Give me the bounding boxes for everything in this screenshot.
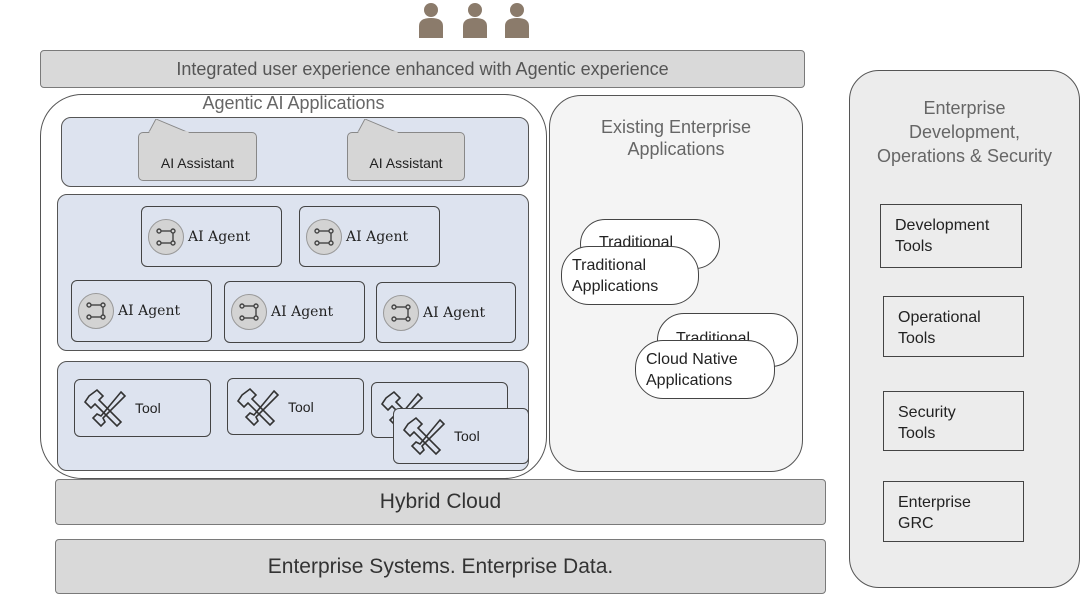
cloud-native-line1: Cloud Native [646,351,738,368]
ai-agent-label: AI Agent [423,304,486,321]
traditional-line2: Applications [572,278,659,295]
hammer-wrench-icon [236,387,280,426]
ai-assistant-label: AI Assistant [160,155,235,171]
enterprise-grc-box: Enterprise GRC [883,481,1024,542]
existing-title-line1: Existing Enterprise [600,117,752,137]
workflow-icon [78,293,114,329]
ai-agent-card: AI Agent [376,282,516,343]
op-tools-line2: Tools [898,330,936,347]
op-tools-line1: Operational [898,309,981,326]
workflow-icon [306,218,342,255]
workflow-icon [231,294,267,330]
user-icon [505,3,529,38]
tool-card: Tool [227,378,364,435]
ai-agent-card: AI Agent [71,280,212,342]
ops-title-line1: Enterprise [923,98,1006,118]
cloud-native-app-card: Cloud Native Applications [635,340,775,399]
ai-agent-label: AI Agent [346,228,409,245]
agentic-apps-title: Agentic AI Applications [202,93,385,113]
speech-tail-icon [147,119,190,133]
existing-apps-title: Existing Enterprise Applications [549,116,803,160]
agentic-apps-container [40,94,547,479]
ai-assistant-card: AI Assistant [138,119,257,181]
tool-label: Tool [288,398,314,415]
existing-title-line2: Applications [627,139,725,159]
sec-tools-line2: Tools [898,425,936,442]
hybrid-cloud-bar: Hybrid Cloud [55,479,826,525]
ai-agent-label: AI Agent [271,304,334,320]
tool-card: Tool [74,379,211,437]
security-tools-box: Security Tools [883,391,1024,451]
ai-agent-label: AI Agent [188,228,251,245]
ai-agent-label: AI Agent [118,303,181,319]
dev-tools-line2: Tools [895,238,933,255]
grc-line1: Enterprise [898,494,971,511]
tool-label: Tool [454,428,480,444]
enterprise-systems-bar: Enterprise Systems. Enterprise Data. [55,539,826,594]
ai-assistant-label: AI Assistant [369,155,443,171]
workflow-icon [148,218,184,255]
ops-title-line3: Operations & Security [876,146,1053,166]
enterprise-ops-title: Enterprise Development, Operations & Sec… [849,96,1080,168]
integrated-ux-bar: Integrated user experience enhanced with… [40,50,805,88]
hammer-wrench-icon [402,416,446,456]
cloud-native-line2: Applications [646,372,733,389]
ops-title-line2: Development, [908,122,1021,142]
grc-line2: GRC [898,515,934,532]
user-icon [463,3,487,38]
tool-label: Tool [135,400,161,416]
dev-tools-line1: Development [895,217,990,234]
ai-agent-card: AI Agent [224,281,365,343]
development-tools-box: Development Tools [880,204,1022,268]
workflow-icon [383,294,419,331]
ai-agent-card: AI Agent [141,206,282,267]
traditional-line1: Traditional [572,257,647,274]
users-group [416,2,532,38]
ai-assistant-card: AI Assistant [347,119,465,181]
ai-agent-card: AI Agent [299,206,440,267]
user-icon [419,3,443,38]
traditional-app-card: Traditional Applications [561,246,699,305]
operational-tools-box: Operational Tools [883,296,1024,357]
tool-card: Tool [393,408,529,464]
hammer-wrench-icon [83,388,127,428]
sec-tools-line1: Security [898,404,956,421]
speech-tail-icon [356,119,399,133]
